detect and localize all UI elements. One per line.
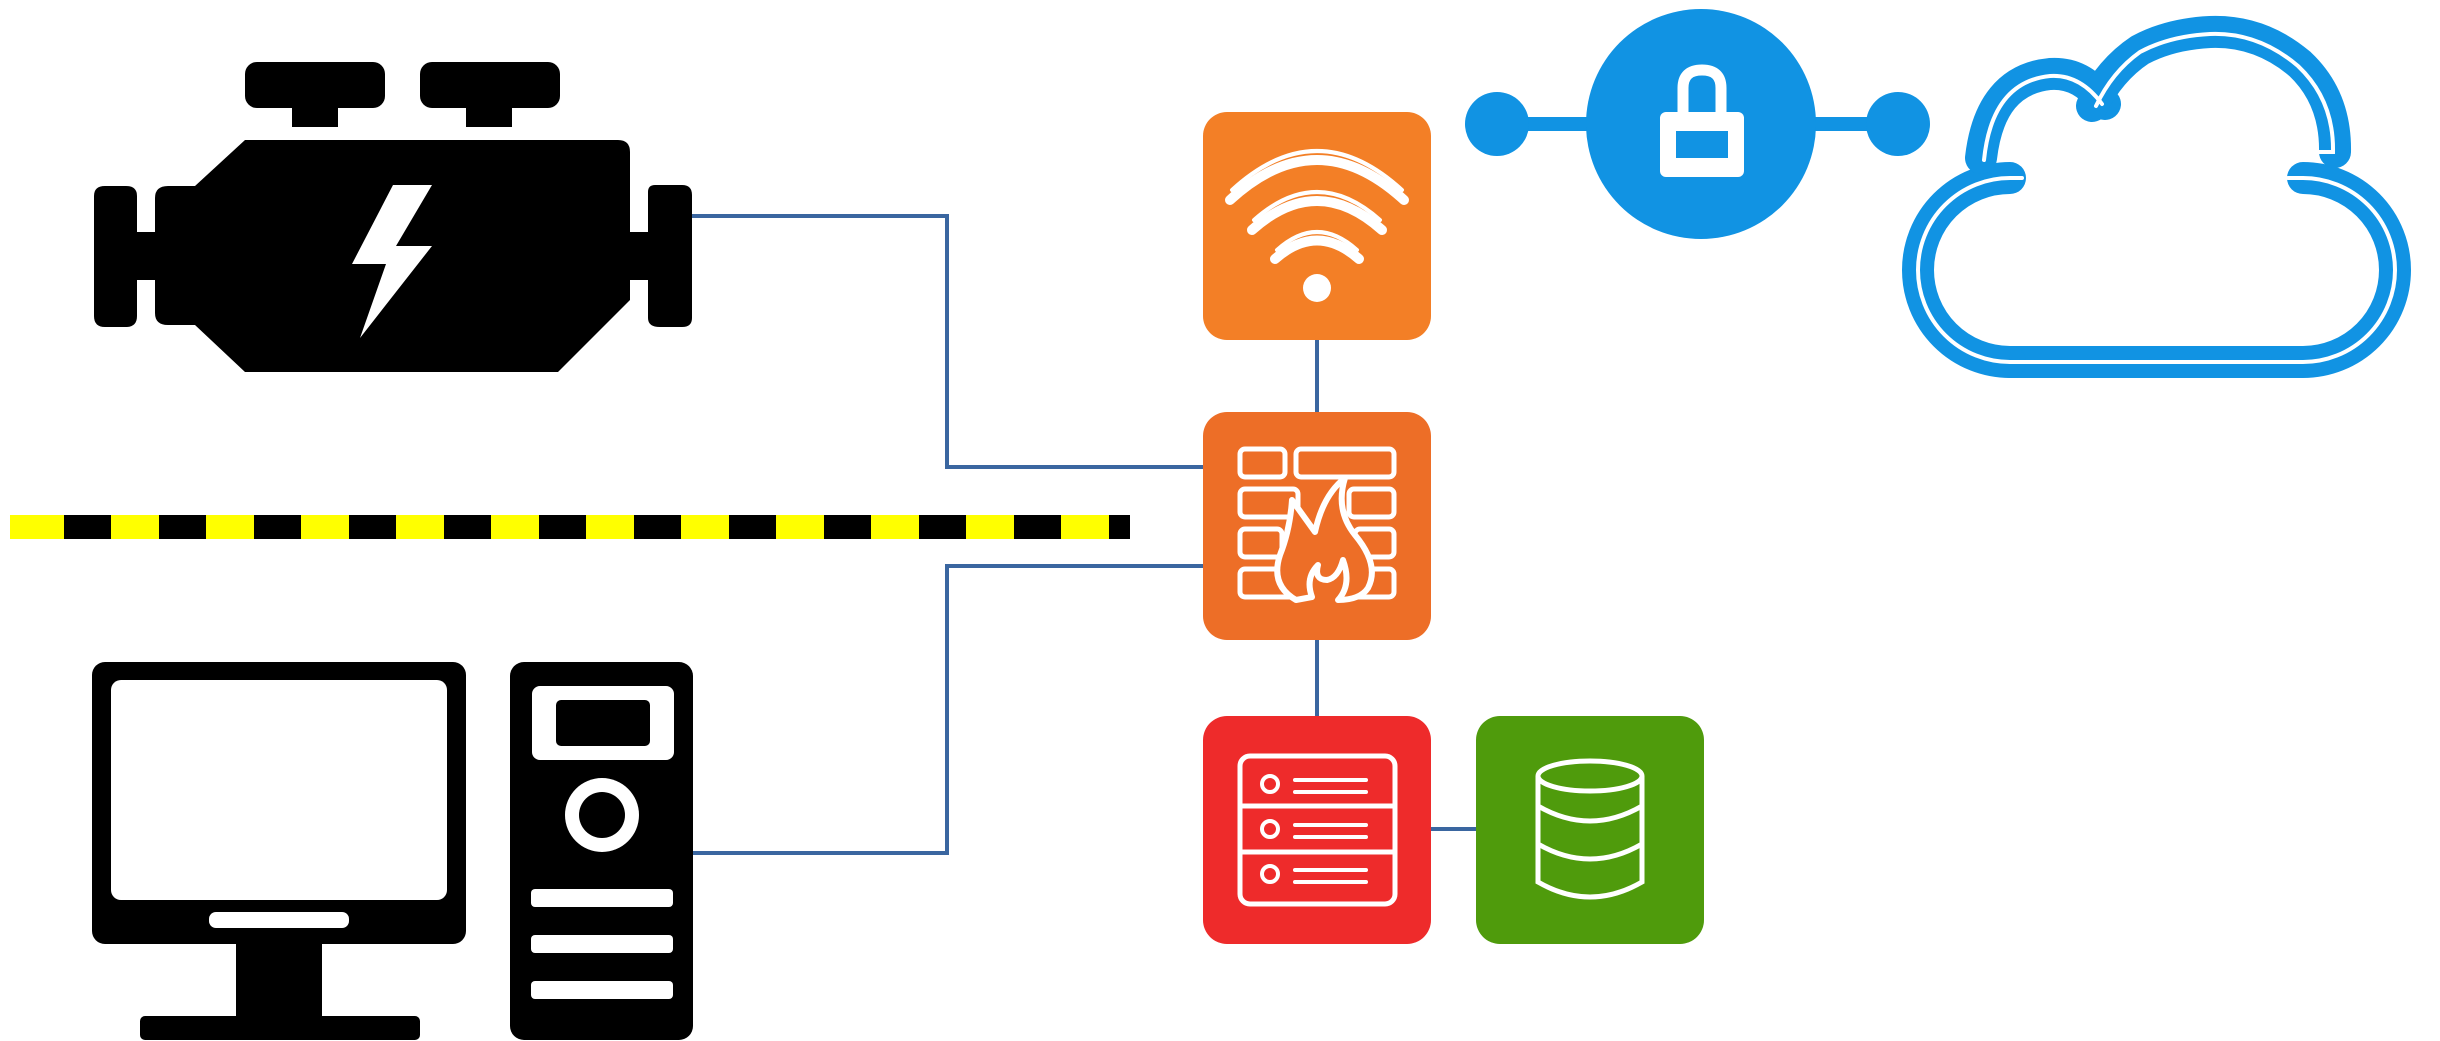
cloud-icon	[1902, 15, 2411, 378]
link-engine-firewall	[690, 214, 1203, 469]
lock-icon	[1465, 9, 1930, 239]
cloud-inner-icon	[1916, 31, 2397, 364]
connections	[690, 214, 1476, 855]
firewall-icon	[1203, 412, 1431, 640]
link-tower-firewall	[690, 564, 1203, 855]
wifi-icon	[1203, 112, 1431, 340]
engine-icon	[94, 62, 692, 372]
server-rack-icon	[1203, 716, 1431, 944]
database-icon	[1476, 716, 1704, 944]
computer-tower-icon	[510, 662, 693, 1040]
monitor-icon	[92, 662, 466, 1040]
